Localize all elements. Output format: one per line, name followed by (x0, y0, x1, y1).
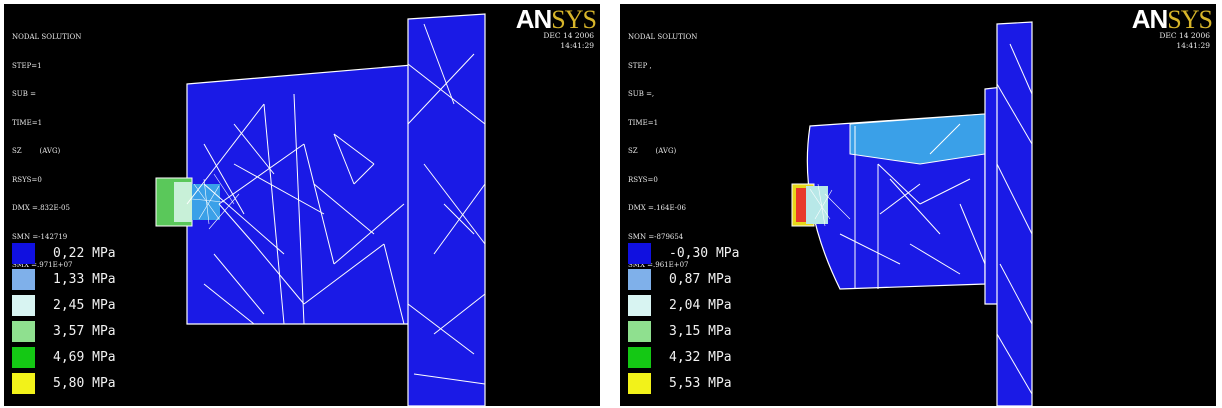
legend-label: -0,30 MPa (669, 245, 740, 261)
legend-label: 3,57 MPa (53, 323, 116, 339)
legend-label: 3,15 MPa (669, 323, 732, 339)
info-line: SZ (AVG) (628, 147, 677, 155)
ansys-logo: ANSYS (1131, 4, 1213, 35)
legend-row: 0,22 MPa (12, 240, 116, 266)
legend-swatch (628, 346, 651, 368)
time: 14:41:29 (1176, 41, 1210, 50)
legend-label: 2,04 MPa (669, 297, 732, 313)
legend-row: 3,15 MPa (628, 318, 739, 344)
info-line: SMX =.961E+07 (628, 261, 689, 269)
datetime: DEC 14 2006 14:41:29 (543, 31, 594, 51)
legend-swatch (12, 294, 35, 316)
legend-swatch (628, 320, 651, 342)
info-line: TIME=1 (12, 118, 43, 127)
info-line: SUB = (12, 90, 36, 98)
legend-swatch (628, 372, 651, 394)
info-line: TIME=1 (628, 118, 659, 127)
info-line: RSYS=0 (628, 175, 658, 184)
fem-mesh-left (155, 13, 486, 406)
solution-info: NODAL SOLUTION STEP=1 SUB = TIME=1 SZ (A… (12, 14, 81, 290)
legend-row: 1,33 MPa (12, 266, 116, 292)
legend-label: 5,53 MPa (669, 375, 732, 391)
legend-label: 0,87 MPa (669, 271, 732, 287)
logo-sys: SYS (1167, 5, 1213, 34)
legend-swatch (12, 372, 35, 394)
info-line: SUB =, (628, 90, 655, 98)
legend-row: -0,30 MPa (628, 240, 739, 266)
legend-label: 1,33 MPa (53, 271, 116, 287)
info-line: DMX =.832E-05 (12, 204, 70, 212)
info-line: STEP , (628, 61, 652, 70)
legend-row: 0,87 MPa (628, 266, 739, 292)
info-line: SMN =-879654 (628, 232, 684, 241)
legend-swatch (12, 320, 35, 342)
date: DEC 14 2006 (1159, 31, 1210, 40)
info-line: STEP=1 (12, 61, 42, 70)
info-line: SZ (AVG) (12, 147, 61, 155)
info-line: SMN =-142719 (12, 232, 68, 241)
info-line: SMX =.971E+07 (12, 261, 73, 269)
legend-swatch (12, 242, 35, 264)
info-line: DMX =.164E-06 (628, 204, 686, 212)
legend-swatch (12, 346, 35, 368)
legend-swatch (628, 242, 651, 264)
info-line: NODAL SOLUTION (12, 33, 82, 41)
legend-row: 2,45 MPa (12, 292, 116, 318)
info-line: RSYS=0 (12, 175, 42, 184)
logo-sys: SYS (551, 5, 597, 34)
legend-row: 5,80 MPa (12, 370, 116, 396)
legend: 0,22 MPa 1,33 MPa 2,45 MPa 3,57 MPa 4,69… (12, 240, 116, 396)
legend-row: 3,57 MPa (12, 318, 116, 344)
legend-swatch (628, 268, 651, 290)
legend-label: 5,80 MPa (53, 375, 116, 391)
ansys-logo: ANSYS (515, 4, 597, 35)
legend: -0,30 MPa 0,87 MPa 2,04 MPa 3,15 MPa 4,3… (628, 240, 739, 396)
legend-label: 4,32 MPa (669, 349, 732, 365)
legend-row: 4,69 MPa (12, 344, 116, 370)
date: DEC 14 2006 (543, 31, 594, 40)
legend-label: 0,22 MPa (53, 245, 116, 261)
legend-label: 4,69 MPa (53, 349, 116, 365)
legend-swatch (628, 294, 651, 316)
logo-an: AN (515, 4, 553, 34)
datetime: DEC 14 2006 14:41:29 (1159, 31, 1210, 51)
legend-row: 4,32 MPa (628, 344, 739, 370)
legend-label: 2,45 MPa (53, 297, 116, 313)
solution-info: NODAL SOLUTION STEP , SUB =, TIME=1 SZ (… (628, 14, 697, 290)
legend-row: 5,53 MPa (628, 370, 739, 396)
legend-row: 2,04 MPa (628, 292, 739, 318)
info-line: NODAL SOLUTION (628, 33, 698, 41)
ansys-plot-left: NODAL SOLUTION STEP=1 SUB = TIME=1 SZ (A… (4, 4, 600, 406)
ansys-plot-right: NODAL SOLUTION STEP , SUB =, TIME=1 SZ (… (620, 4, 1216, 406)
logo-an: AN (1131, 4, 1169, 34)
legend-swatch (12, 268, 35, 290)
fem-mesh-right (791, 21, 1033, 406)
time: 14:41:29 (560, 41, 594, 50)
